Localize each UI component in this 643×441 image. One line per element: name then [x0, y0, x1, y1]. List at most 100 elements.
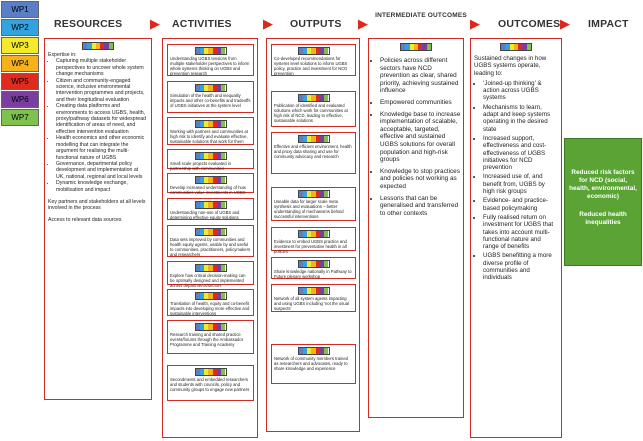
intermediate-outcome-item: Empowered communities — [380, 99, 461, 107]
activity-text: Secondments and embedded researchers and… — [170, 377, 250, 392]
work-package-bar-segment — [526, 44, 531, 50]
header-activities: ACTIVITIES — [172, 18, 232, 30]
work-package-bar-segment — [216, 265, 222, 271]
work-package-bar-segment — [199, 48, 205, 54]
work-package-bar — [500, 43, 532, 51]
work-package-bar-segment — [311, 48, 316, 54]
resource-item: Governance, departmental policy developm… — [56, 161, 148, 180]
work-package-bar-segment — [221, 293, 226, 299]
work-package-bar-segment — [212, 153, 217, 159]
work-package-bar-segment — [212, 48, 217, 54]
activity-box: Explore how critical decision-making can… — [167, 261, 254, 288]
work-package-bar-segment — [216, 153, 222, 159]
work-package-bar-segment — [324, 288, 329, 294]
work-package-bar-segment — [199, 85, 205, 91]
work-package-bar — [194, 84, 227, 92]
work-package-bar-segment — [208, 153, 213, 159]
work-package-bar-segment — [307, 288, 312, 294]
output-box: Network of all system agents impacting a… — [271, 284, 356, 312]
activity-text: Data sets improved by communities and he… — [170, 237, 251, 257]
output-text: Share knowledge nationally in Pathway to… — [274, 269, 352, 279]
expertise-label: Expertise in: — [48, 52, 77, 58]
intermediate-outcome-item: Policies across different sectors have N… — [380, 57, 461, 95]
work-package-bar-segment — [298, 288, 303, 294]
work-package-bar-segment — [104, 43, 109, 49]
work-package-bar-segment — [311, 288, 316, 294]
work-package-bar-segment — [501, 44, 506, 50]
outcomes-list: ‘Joined-up thinking’ & action across UGB… — [474, 80, 558, 282]
work-package-bar-segment — [208, 369, 213, 375]
outcomes-intro: Sustained changes in how UGBS systems op… — [474, 55, 547, 77]
work-package-bar-segment — [208, 265, 213, 271]
work-package-bar-segment — [298, 48, 303, 54]
work-package-bar-segment — [195, 293, 200, 299]
work-package-bar-segment — [315, 136, 320, 142]
work-package-bar-segment — [311, 191, 316, 197]
resource-item: Citizen and community-engaged science, i… — [56, 78, 148, 104]
work-package-bar-segment — [513, 44, 519, 50]
work-package-bar-segment — [405, 44, 410, 50]
work-package-bar-segment — [522, 44, 527, 50]
work-package-bar-segment — [195, 177, 200, 183]
outcome-item: Increased use of, and benefit from, UGBS… — [483, 173, 558, 195]
work-package-bar-segment — [319, 95, 325, 101]
work-package-bar-segment — [518, 44, 523, 50]
work-package-bar-segment — [216, 202, 222, 208]
work-package-bar-segment — [199, 121, 205, 127]
work-package-bar-segment — [307, 95, 312, 101]
work-package-bar-segment — [302, 348, 308, 354]
work-package-bar-segment — [195, 48, 200, 54]
work-package-bar-segment — [212, 229, 217, 235]
work-package-bar-segment — [221, 177, 226, 183]
activity-box: Data sets improved by communities and he… — [167, 225, 254, 257]
work-package-bar — [297, 47, 330, 55]
activity-text: Develop increased understanding of how c… — [170, 185, 246, 195]
work-package-bar-segment — [298, 348, 303, 354]
work-package-bar — [400, 43, 432, 51]
output-text: Useable data for larger scale meta synth… — [274, 199, 344, 219]
work-package-bar-segment — [95, 43, 101, 49]
header-impact: IMPACT — [588, 18, 629, 30]
wp-legend-item: WP7 — [1, 109, 39, 126]
output-text: Evidence to embed UGBS practice and inve… — [274, 239, 347, 254]
work-package-bar-segment — [401, 44, 406, 50]
work-package-bar-segment — [204, 229, 209, 235]
output-text: Co-developed recommendations for systems… — [274, 56, 348, 76]
work-package-bar — [194, 264, 227, 272]
activity-box: Working with partners and communities at… — [167, 117, 254, 145]
work-package-bar-segment — [311, 95, 316, 101]
work-package-bar-segment — [221, 229, 226, 235]
work-package-bar-segment — [307, 231, 312, 237]
arrow-right-icon: ▶ — [263, 16, 273, 31]
outcome-item: Mechanisms to learn, adapt and keep syst… — [483, 104, 558, 133]
output-box: Network of community members trained as … — [271, 344, 356, 384]
work-package-bar-segment — [315, 95, 320, 101]
resources-panel: Expertise in: Capturing multiple stakeho… — [44, 38, 152, 400]
work-package-bar-segment — [307, 136, 312, 142]
work-package-bar-segment — [195, 202, 200, 208]
wp-legend-item: WP1 — [1, 1, 39, 18]
wp-legend-item: WP6 — [1, 91, 39, 108]
work-package-bar — [194, 152, 227, 160]
work-package-bar — [297, 260, 330, 268]
work-package-bar-segment — [315, 288, 320, 294]
work-package-bar-segment — [302, 261, 308, 267]
work-package-bar-segment — [302, 288, 308, 294]
work-package-bar-segment — [204, 177, 209, 183]
output-text: Publication of identified and evaluated … — [274, 103, 348, 123]
work-package-bar-segment — [324, 261, 329, 267]
activity-text: Understanding non-use of UGBS and determ… — [170, 210, 240, 220]
activity-box: Small scale projects evaluated in partne… — [167, 149, 254, 171]
work-package-bar-segment — [311, 261, 316, 267]
work-package-bar-segment — [204, 202, 209, 208]
work-package-bar — [194, 228, 227, 236]
work-package-bar-segment — [221, 324, 226, 330]
work-package-bar-segment — [221, 202, 226, 208]
work-package-bar-segment — [216, 177, 222, 183]
work-package-bar-segment — [212, 202, 217, 208]
outcome-item: Fully realised return on investment for … — [483, 214, 558, 250]
work-package-bar-segment — [324, 191, 329, 197]
work-package-bar-segment — [307, 48, 312, 54]
intermediate-outcome-item: Lessons that can be generalised and tran… — [380, 195, 461, 218]
header-resources: RESOURCES — [54, 18, 123, 30]
